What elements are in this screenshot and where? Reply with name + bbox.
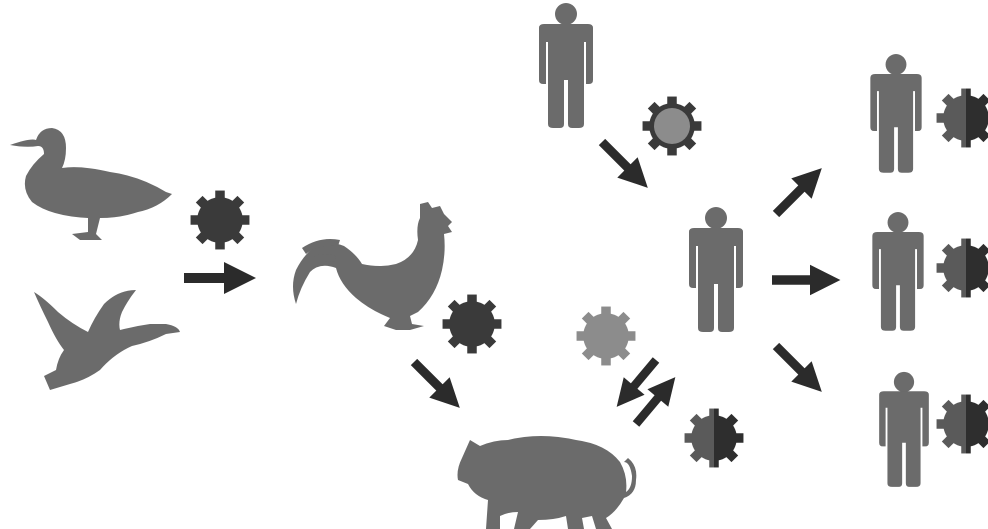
arrow-center-to-pig [606, 351, 667, 416]
arrow-center-to-bottom-right [765, 335, 833, 403]
person-bottom-right-icon [879, 371, 929, 487]
rooster-icon [293, 202, 452, 330]
avian-virus-icon [190, 190, 250, 250]
person-center-icon [689, 207, 743, 332]
human-virus-icon [642, 96, 702, 156]
swine-virus-icon [576, 306, 636, 366]
person-middle-right-icon [872, 212, 924, 331]
arrow-human-to-center [591, 131, 659, 199]
arrow-rooster-to-pig [403, 351, 471, 419]
spread-virus-icon-middle [936, 238, 988, 298]
duck-icon [10, 128, 172, 240]
person-source-icon [539, 3, 593, 128]
arrow-center-to-middle-right [772, 264, 841, 296]
reassortant-virus-icon [684, 408, 744, 468]
flying-goose-icon [34, 290, 180, 390]
arrow-center-to-top-right [765, 157, 833, 225]
pig-icon [457, 436, 637, 529]
arrow-birds-to-rooster [184, 262, 256, 294]
spread-virus-icon-bottom [936, 394, 988, 454]
arrow-pig-to-center [625, 368, 686, 433]
spread-virus-icon-top [936, 88, 988, 148]
person-top-right-icon [870, 54, 922, 173]
rooster-virus-icon [442, 294, 502, 354]
